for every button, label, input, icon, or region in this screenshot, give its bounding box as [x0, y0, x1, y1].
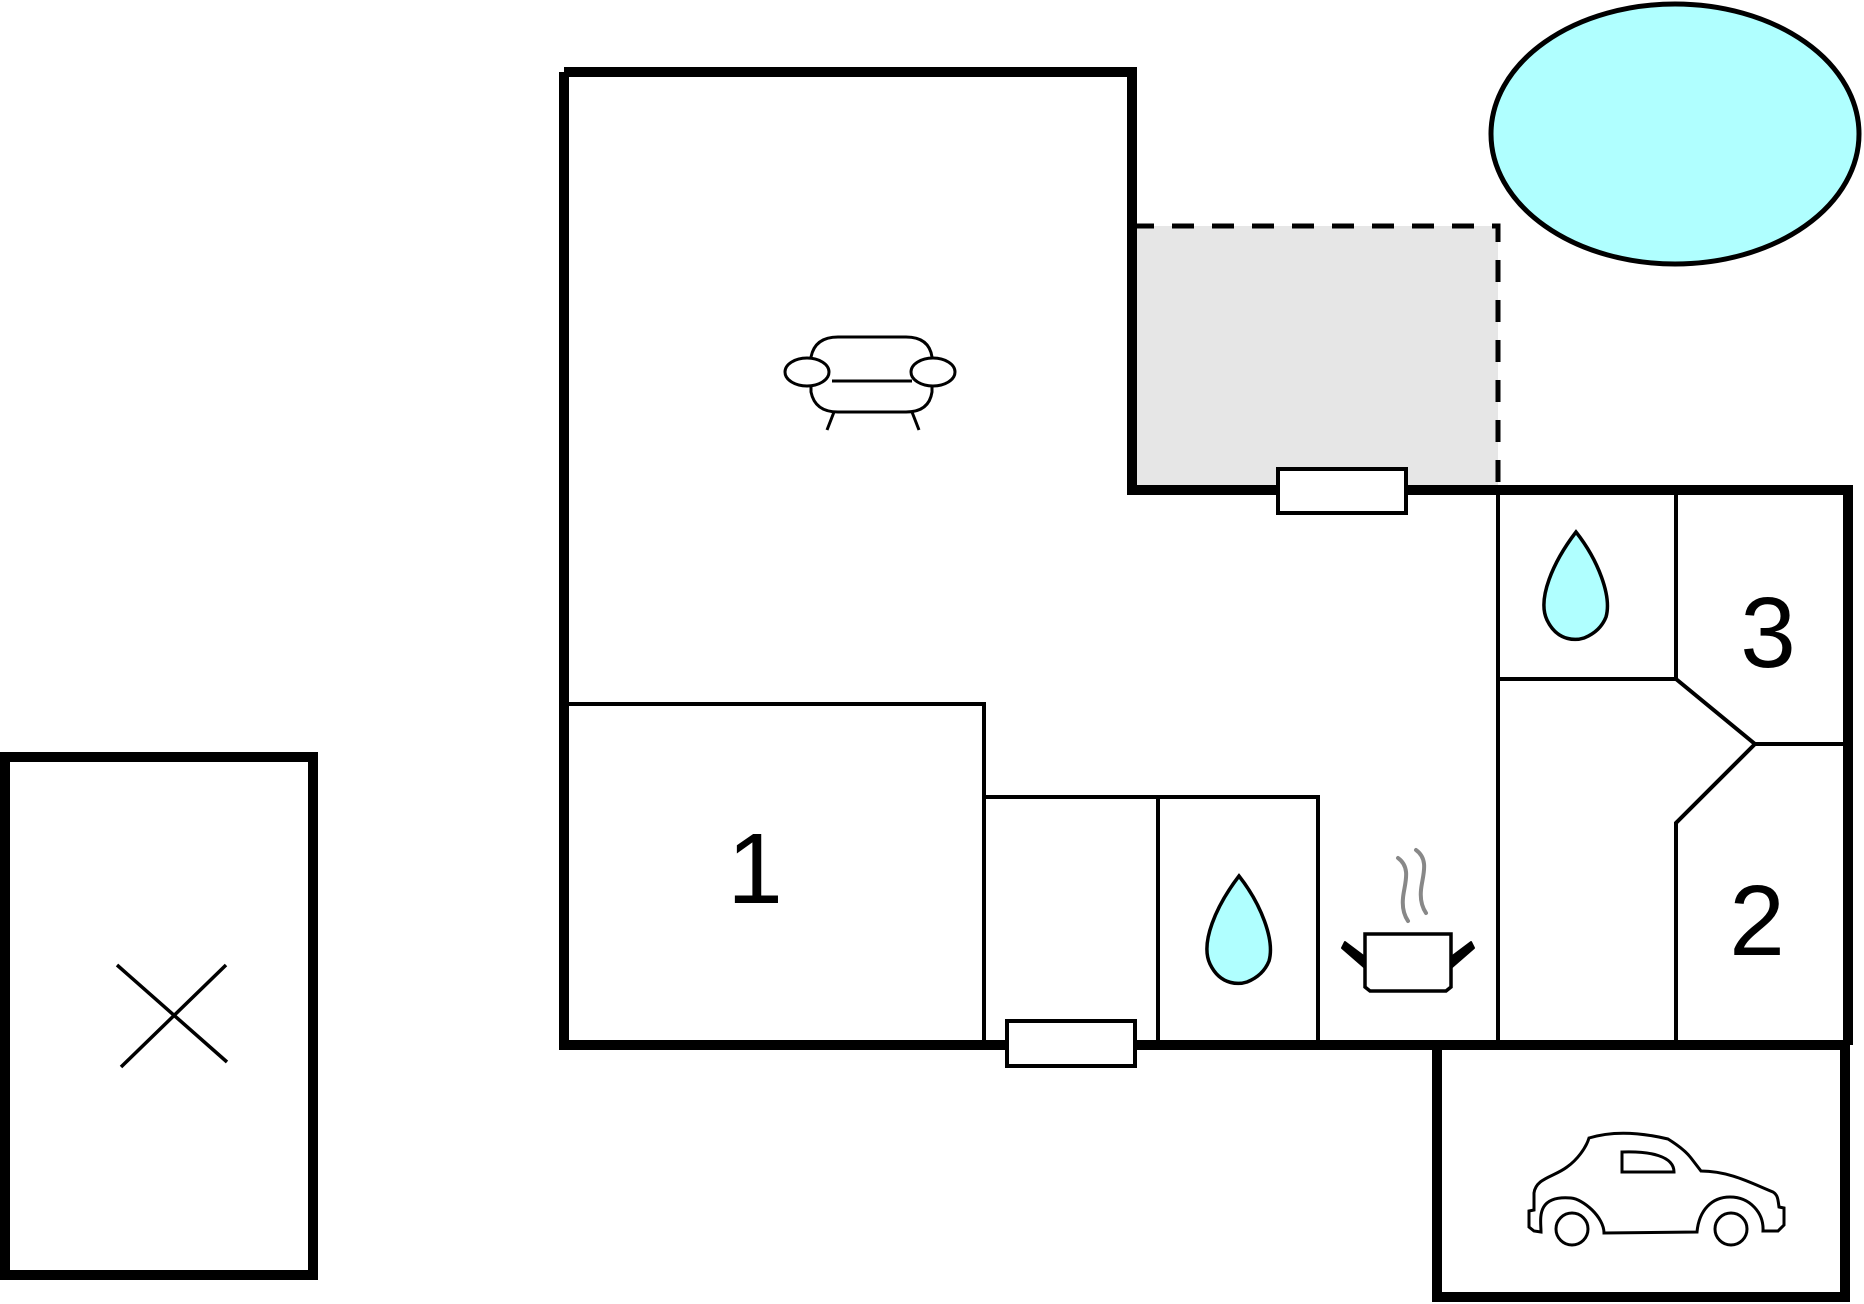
window-north — [1276, 467, 1408, 515]
cross-mark-icon — [115, 963, 229, 1069]
interior-walls — [564, 490, 1848, 1047]
sofa-icon — [783, 335, 957, 431]
room-label-bedroom-1: 1 — [727, 813, 783, 925]
terrace — [1132, 223, 1501, 488]
pool — [1488, 1, 1862, 267]
entrance-door — [1005, 1019, 1137, 1068]
car-icon — [1527, 1131, 1786, 1247]
outbuilding — [0, 752, 318, 1280]
room-label-bedroom-3: 3 — [1740, 577, 1796, 689]
cooking-pot-icon — [1341, 848, 1475, 993]
water-drop-icon — [1542, 529, 1610, 642]
water-drop-icon — [1205, 873, 1273, 986]
main-house-outer-wall — [559, 67, 1853, 1050]
room-label-bedroom-2: 2 — [1729, 865, 1785, 977]
